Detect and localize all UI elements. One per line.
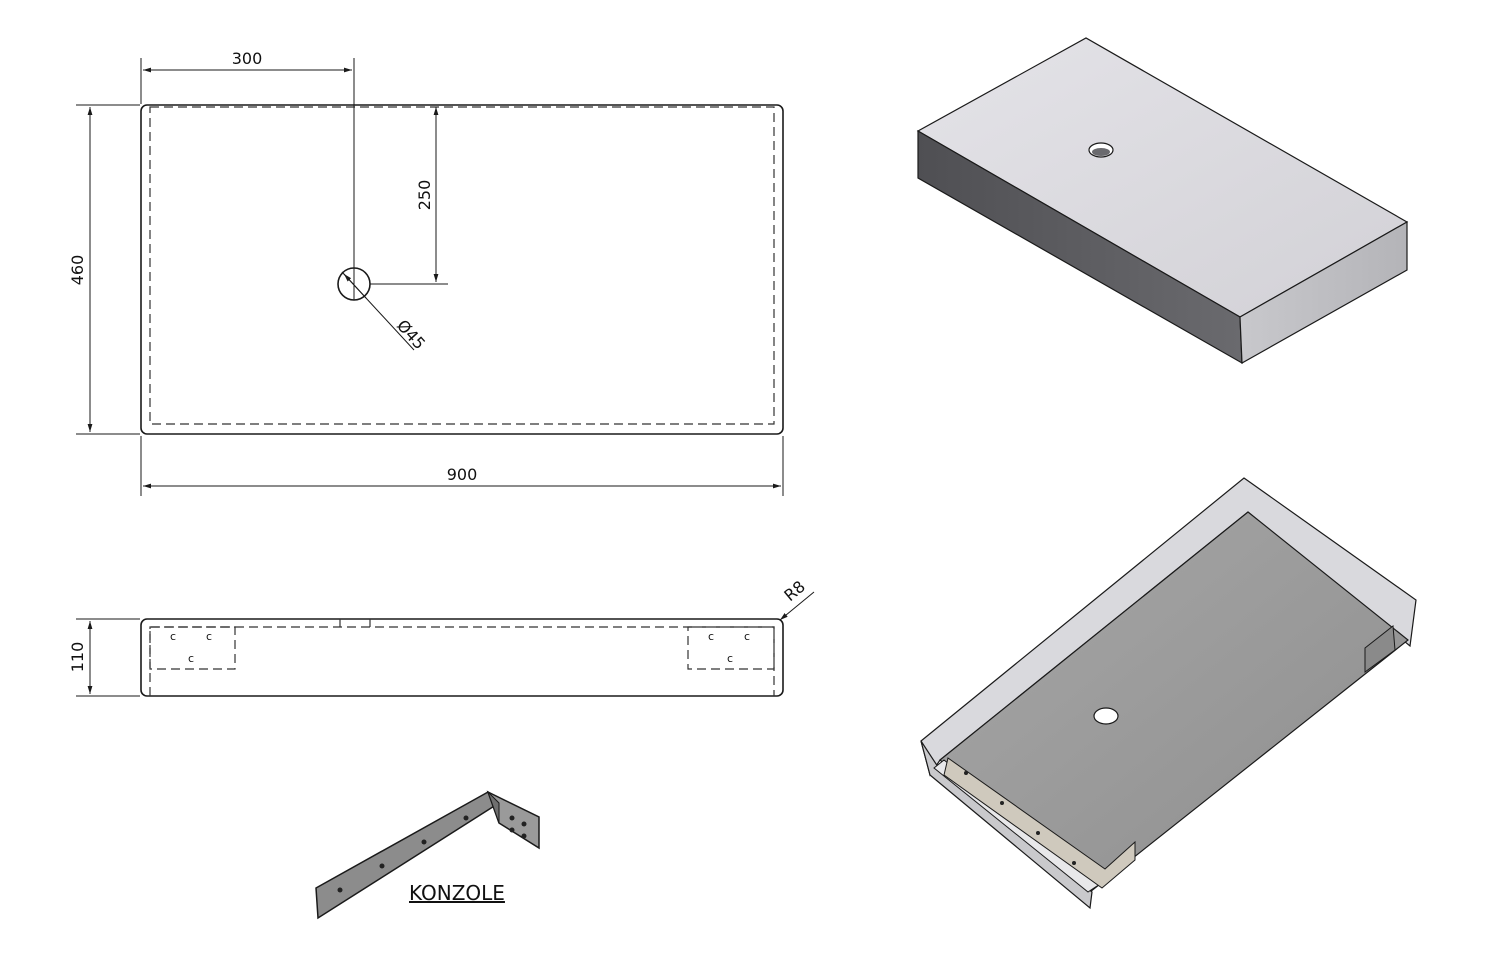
dim-radius: R8 xyxy=(780,577,809,605)
dim-hole-y: 250 xyxy=(415,180,434,211)
front-view: c c c c c c 110 R8 xyxy=(68,577,815,697)
svg-text:c: c xyxy=(206,630,212,643)
dim-width: 900 xyxy=(447,465,478,484)
svg-text:c: c xyxy=(708,630,714,643)
svg-text:c: c xyxy=(170,630,176,643)
svg-text:c: c xyxy=(727,652,733,665)
top-view-hidden-edge xyxy=(149,106,775,425)
iso-bracket-back xyxy=(1364,625,1396,673)
bracket-isometric: KONZOLE xyxy=(315,790,540,920)
dim-depth: 460 xyxy=(68,255,87,286)
bracket-label: KONZOLE xyxy=(409,881,505,905)
svg-text:c: c xyxy=(188,652,194,665)
iso-drain-hole-under xyxy=(1093,707,1119,725)
dim-hole-x: 300 xyxy=(232,49,263,68)
isometric-top-view xyxy=(916,37,1409,365)
iso-bracket-front xyxy=(943,757,1136,889)
isometric-bottom-view xyxy=(920,477,1417,910)
top-view-outline xyxy=(140,104,784,435)
bracket-hidden-left xyxy=(149,626,236,670)
front-view-outline xyxy=(140,618,784,697)
iso-side-face xyxy=(1239,220,1408,365)
bracket-hidden-right xyxy=(687,626,775,670)
dim-height: 110 xyxy=(68,642,87,673)
svg-text:c: c xyxy=(744,630,750,643)
top-view: 300 250 460 900 Ø45 xyxy=(68,49,784,496)
dim-hole-diameter: Ø45 xyxy=(393,316,429,353)
